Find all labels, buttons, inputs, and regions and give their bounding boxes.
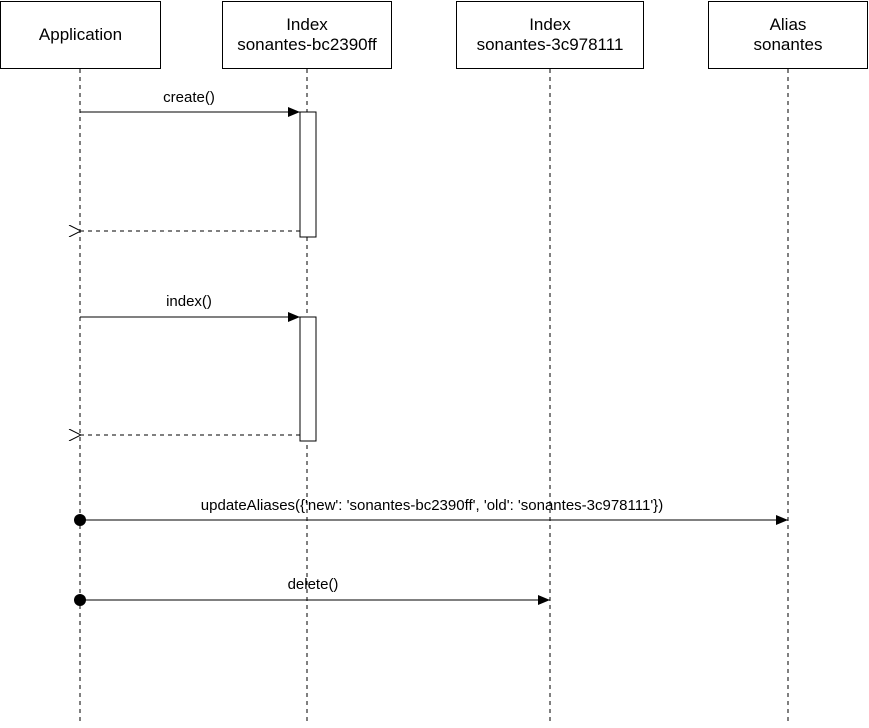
message-label-create: create() <box>163 89 215 106</box>
activation-bar-create <box>299 111 317 238</box>
message-label-delete: delete() <box>287 576 339 593</box>
participant-label: Index <box>286 15 328 34</box>
message-label-update-aliases: updateAliases({'new': 'sonantes-bc2390ff… <box>200 497 664 514</box>
participant-label: Alias <box>769 15 807 34</box>
participant-label: sonantes <box>753 35 823 54</box>
message-label-index: index() <box>166 293 212 310</box>
participant-application: Application <box>0 1 161 69</box>
participant-index-bc2390ff: Index sonantes-bc2390ff <box>222 1 392 69</box>
participant-index-3c978111: Index sonantes-3c978111 <box>456 1 644 69</box>
participant-label: sonantes-bc2390ff <box>237 35 377 54</box>
participant-alias-sonantes: Alias sonantes <box>708 1 868 69</box>
participant-label: Application <box>38 25 123 44</box>
activation-bar-index <box>299 316 317 442</box>
participant-label: sonantes-3c978111 <box>476 35 624 54</box>
participant-label: Index <box>529 15 571 34</box>
